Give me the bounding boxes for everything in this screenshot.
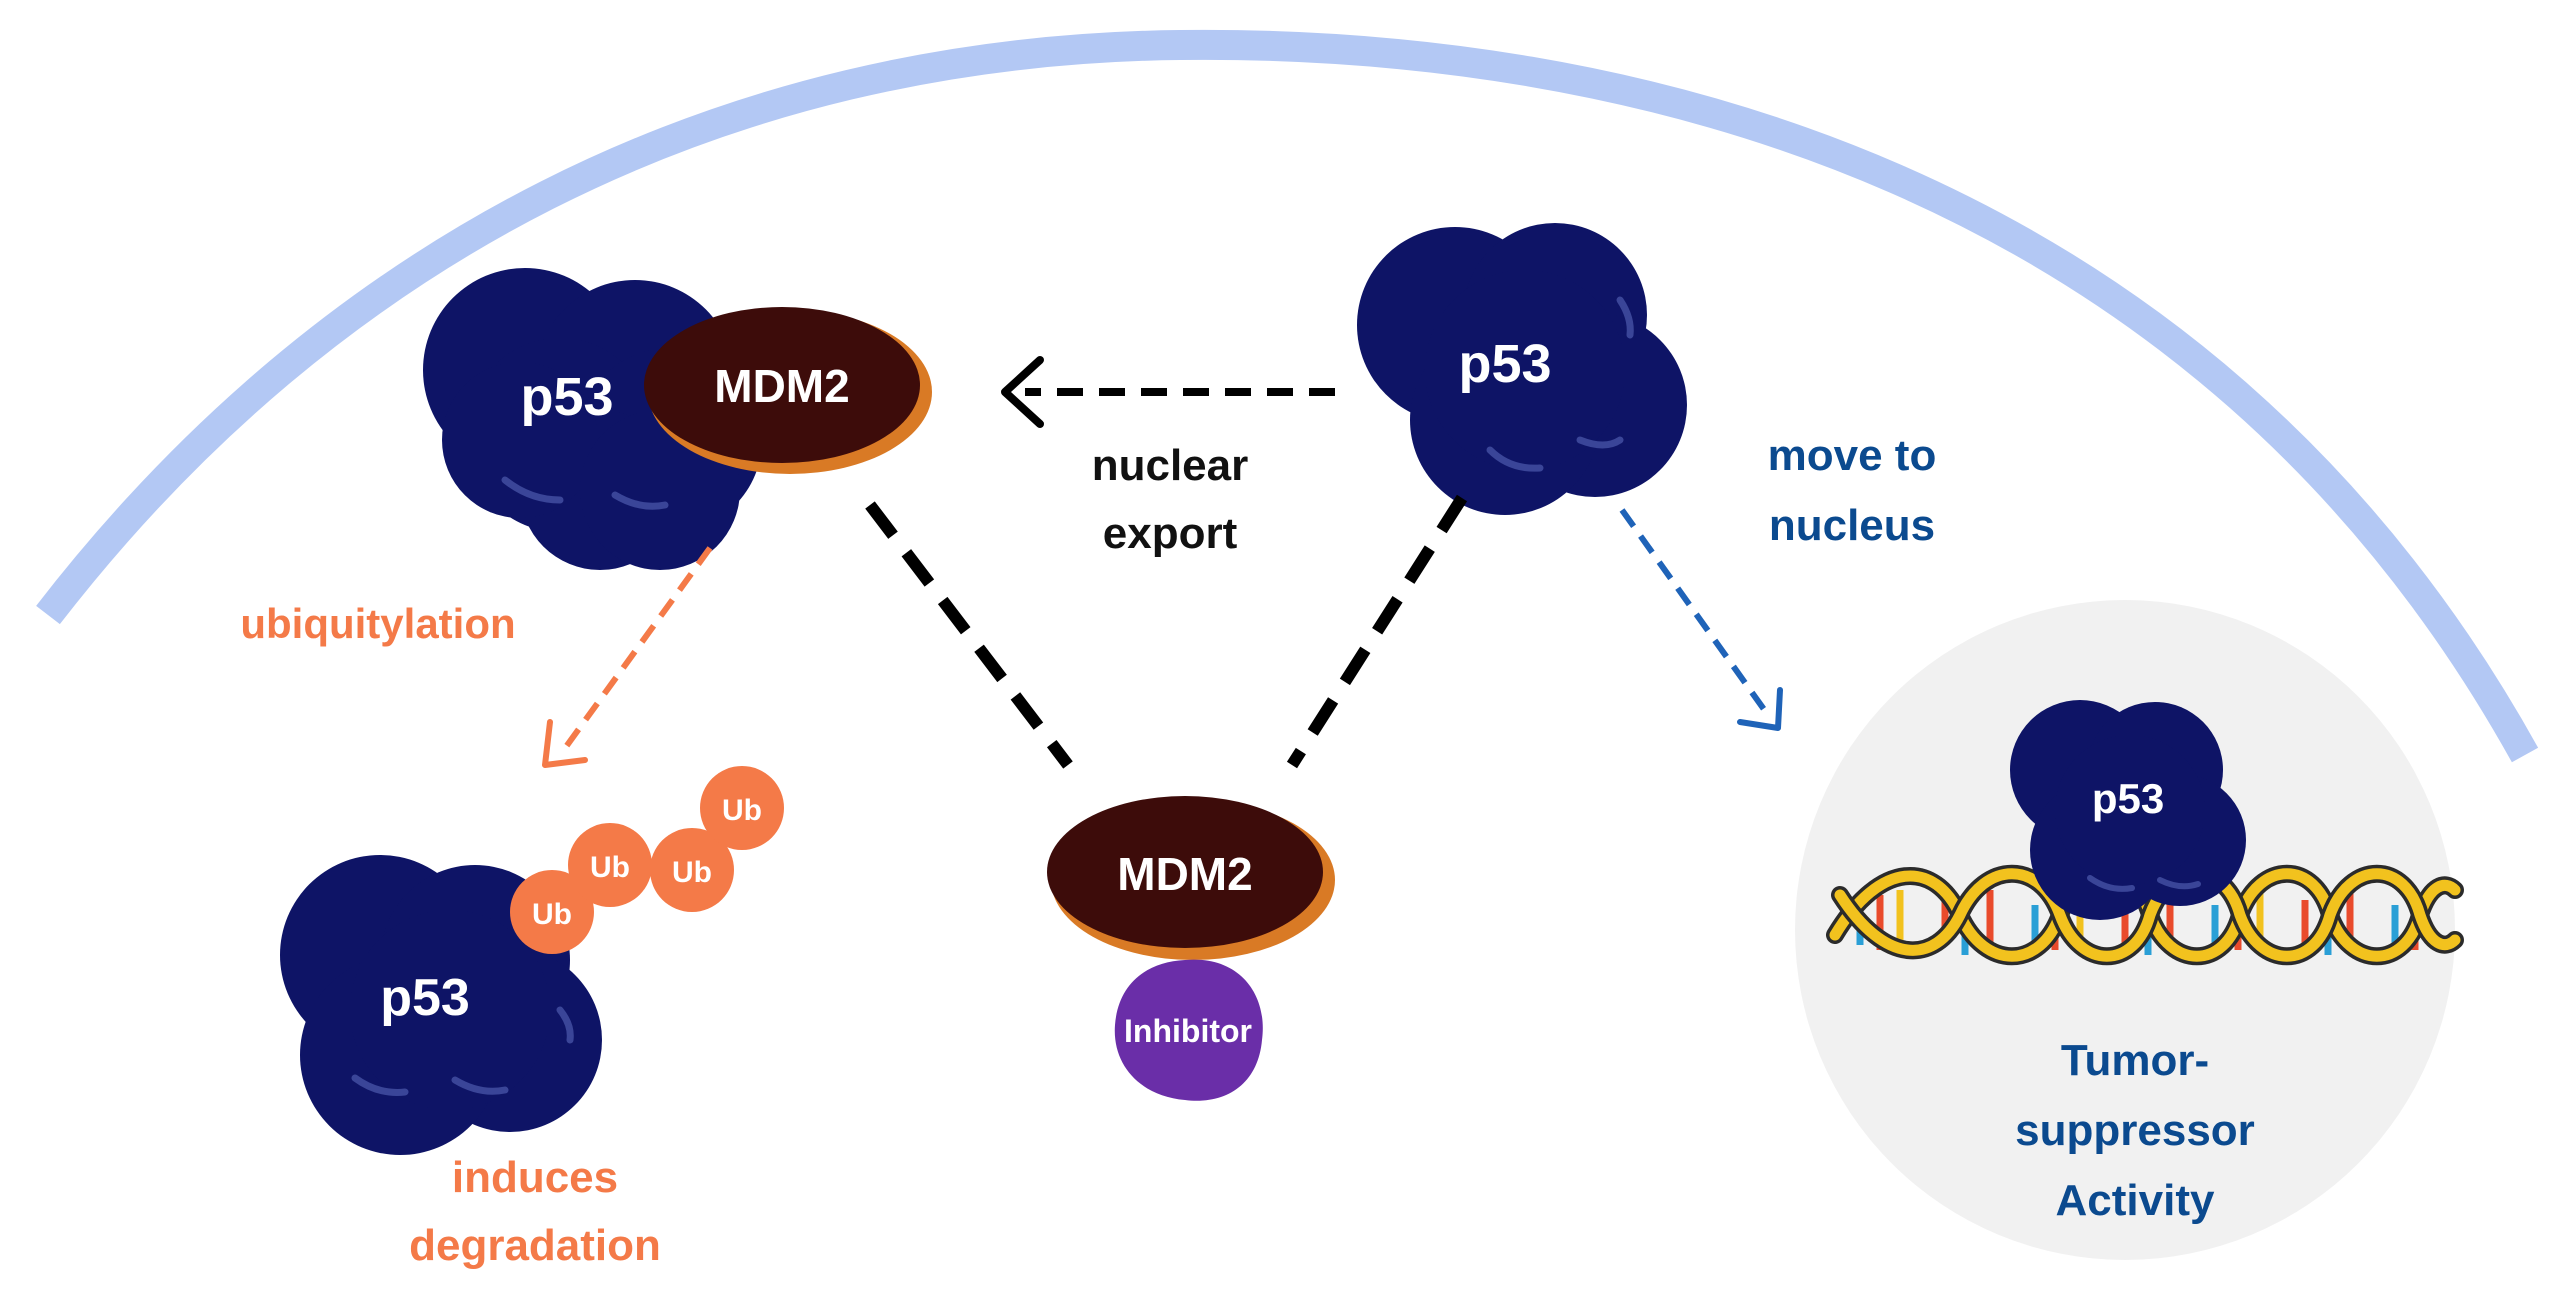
- p53-label-nucleus: p53: [2092, 775, 2164, 822]
- interaction-line-right: [1286, 494, 1468, 769]
- cell-membrane: [36, 29, 2539, 763]
- p53-mdm2-complex: p53 MDM2: [423, 268, 932, 570]
- ubiquitin-label-4: Ub: [722, 794, 762, 827]
- ubiquitin-label-2: Ub: [590, 851, 630, 884]
- p53-blob-free: [1357, 223, 1687, 515]
- ubiquitin-label-1: Ub: [532, 898, 572, 931]
- ubiquitin-3: [650, 828, 734, 912]
- p53-blob-degraded: [280, 855, 602, 1155]
- induces-degradation-label-2: degradation: [409, 1221, 661, 1270]
- ubiquitylation-arrow: [542, 546, 713, 768]
- interaction-line-left: [865, 501, 1073, 769]
- nuclear-export-label-1: nuclear: [1092, 441, 1249, 490]
- ubiquitin-4: [700, 766, 784, 850]
- inhibitor-shape: [1114, 959, 1263, 1101]
- move-to-nucleus-label-2: nucleus: [1769, 501, 1935, 550]
- p53-label-free: p53: [1458, 334, 1551, 394]
- tumor-suppressor-label-3: Activity: [2056, 1176, 2215, 1225]
- nuclear-export-label-2: export: [1103, 509, 1238, 558]
- ubiquitylation-label: ubiquitylation: [240, 600, 515, 647]
- p53-label-degraded: p53: [380, 969, 470, 1027]
- nuclear-export-arrow: [1001, 356, 1335, 428]
- move-to-nucleus-label-1: move to: [1768, 431, 1937, 480]
- mdm2-label-complex: MDM2: [714, 360, 849, 412]
- inhibitor-label: Inhibitor: [1124, 1013, 1252, 1049]
- induces-degradation-label-1: induces: [452, 1153, 618, 1202]
- ubiquitin-label-3: Ub: [672, 856, 712, 889]
- mdm2-oval-complex: [644, 307, 932, 474]
- mdm2-oval-inhibited: [1047, 796, 1335, 960]
- move-to-nucleus-arrow: [1619, 508, 1783, 731]
- ubiquitin-2: [568, 823, 652, 907]
- ubiquitin-1: [510, 870, 594, 954]
- tumor-suppressor-label-2: suppressor: [2015, 1106, 2255, 1155]
- tumor-suppressor-label-1: Tumor-: [2061, 1036, 2209, 1085]
- mdm2-label-inhibited: MDM2: [1117, 848, 1252, 900]
- ubiquitin-chain: [510, 766, 784, 954]
- p53-blob-nucleus: [2010, 700, 2246, 920]
- p53-label-complex: p53: [520, 367, 613, 427]
